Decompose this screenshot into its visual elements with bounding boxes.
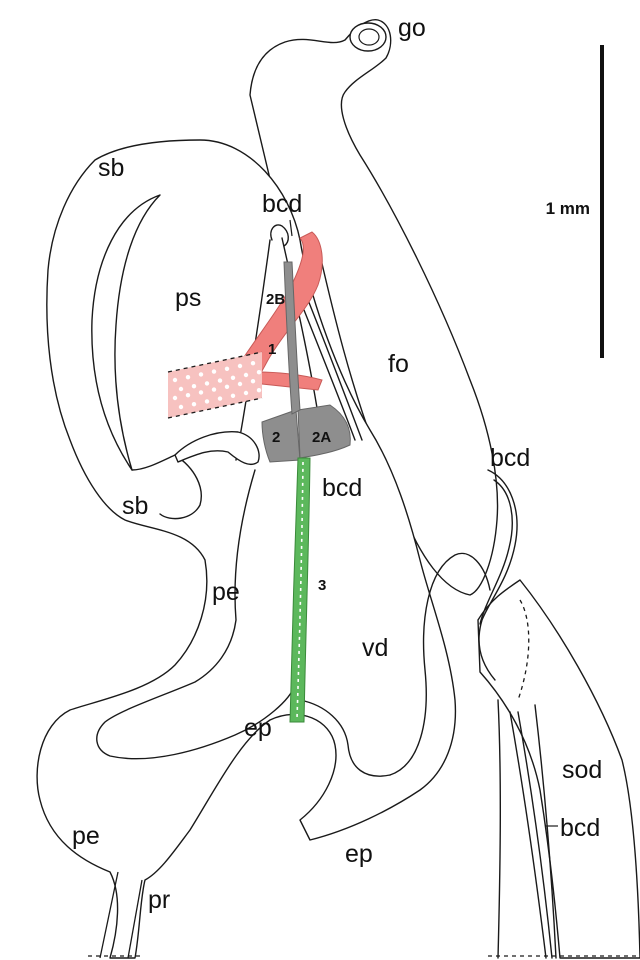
muscle-dot: [205, 381, 209, 385]
muscle-dot: [205, 399, 209, 403]
label-ps: ps: [175, 284, 201, 312]
muscle-dot: [192, 384, 196, 388]
muscle-dot: [212, 387, 216, 391]
muscle-dot: [212, 369, 216, 373]
muscle-dot: [199, 372, 203, 376]
label-sb-top: sb: [98, 154, 124, 182]
label-go: go: [398, 14, 426, 42]
label-bcd-top: bcd: [262, 190, 302, 218]
label-pe-mid: pe: [212, 578, 240, 606]
label-ep-inner: ep: [244, 714, 272, 742]
muscle-dot: [238, 364, 242, 368]
muscle-dot: [238, 382, 242, 386]
label-ep-low: ep: [345, 840, 373, 868]
label-pe-low: pe: [72, 822, 100, 850]
label-3: 3: [318, 577, 326, 594]
muscle-dot: [225, 385, 229, 389]
label-vd: vd: [362, 634, 388, 662]
label-1: 1: [268, 341, 276, 358]
muscle-dot: [173, 396, 177, 400]
label-bcd-right: bcd: [490, 444, 530, 472]
label-sod: sod: [562, 756, 602, 784]
muscle-dot: [257, 370, 261, 374]
spermoviduct-left-line: [498, 700, 500, 958]
label-2: 2: [272, 429, 280, 446]
muscle-dot: [186, 393, 190, 397]
muscle-dot: [231, 394, 235, 398]
label-sb-lower: sb: [122, 492, 148, 520]
label-pr: pr: [148, 886, 170, 914]
muscle-dot: [218, 378, 222, 382]
muscle-dot: [257, 388, 261, 392]
label-bcd-mid: bcd: [322, 474, 362, 502]
muscle-dot: [251, 361, 255, 365]
scale-bar-label: 1 mm: [546, 199, 590, 218]
muscle-dot: [251, 379, 255, 383]
muscle-dot: [173, 378, 177, 382]
muscle-dot: [244, 373, 248, 377]
gonoduct-lumen: [359, 29, 379, 45]
muscle-dot: [225, 367, 229, 371]
label-2A: 2A: [312, 429, 331, 446]
muscle-dot: [179, 387, 183, 391]
muscle-dot: [231, 376, 235, 380]
muscle-dot: [192, 402, 196, 406]
spermoviduct-outline: [478, 580, 640, 958]
muscle-dot: [244, 391, 248, 395]
label-fo: fo: [388, 350, 409, 378]
label-2B: 2B: [266, 291, 285, 308]
muscle-dot: [186, 375, 190, 379]
muscle-dot: [218, 396, 222, 400]
label-bcd-sod: bcd: [560, 814, 600, 842]
muscle-dot: [179, 405, 183, 409]
muscle-dot: [199, 390, 203, 394]
